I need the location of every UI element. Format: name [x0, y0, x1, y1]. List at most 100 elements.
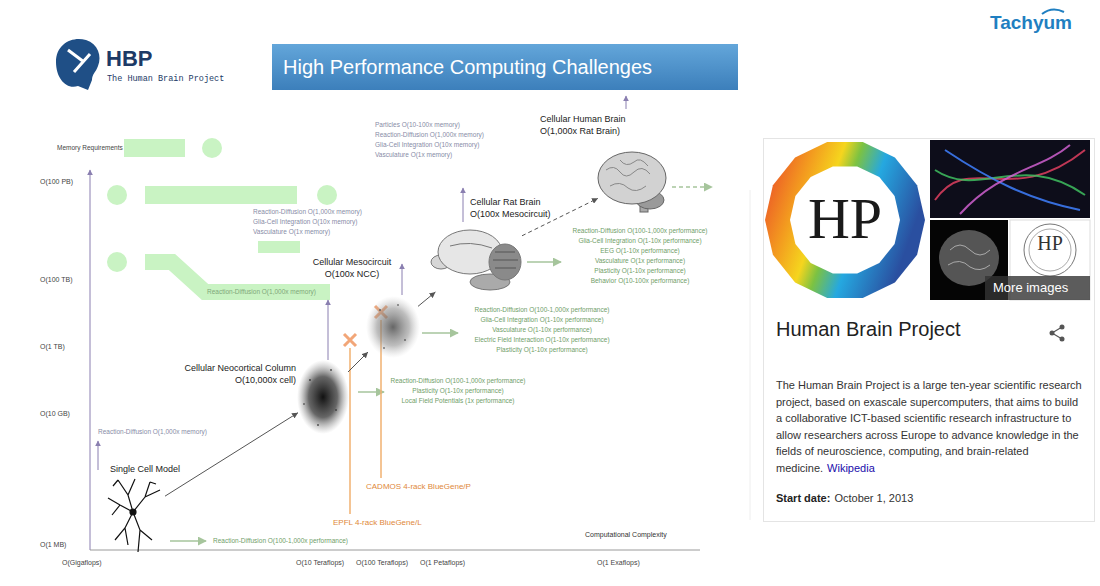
memory-note: Reaction-Diffusion O(1,000x memory) — [375, 131, 484, 138]
logo-letters: HP — [1037, 232, 1063, 255]
mesocircuit-figure — [404, 339, 406, 341]
rat-brain-node: Cellular Rat BrainO(100x Mesocircuit) — [430, 225, 522, 292]
image-overlay — [985, 276, 1090, 300]
brain-scan-image — [948, 245, 990, 270]
stage-name: Cellular Neocortical Column — [184, 362, 296, 374]
human-brain-figure — [598, 152, 666, 204]
logo-letters: HP — [808, 186, 882, 253]
rat-brain-figure — [431, 230, 521, 290]
axis-line — [90, 550, 700, 551]
performance-arrow — [527, 261, 561, 263]
performance-note: Reaction-Diffusion O(100-1,000x performa… — [213, 537, 348, 544]
axis-tick: O(1 MB) — [40, 541, 66, 549]
scale-factor: O(10,000x cell) — [235, 374, 296, 386]
performance-note: Plasticity O(1-10x performance) — [496, 346, 587, 353]
machine-line — [344, 334, 356, 346]
hbp-logo-image — [765, 142, 925, 298]
title-text: High Performance Computing Challenges — [272, 44, 738, 90]
human-brain-figure — [598, 152, 666, 212]
neuron-figure — [108, 479, 160, 552]
mesocircuit-figure — [397, 304, 399, 306]
axis-tick: O(Gigaflops) — [62, 559, 102, 567]
image-overlay — [985, 276, 1090, 300]
image-link: More images — [993, 281, 1068, 296]
axis-tick: O(100 TB) — [40, 276, 73, 284]
performance-note: Reaction-Diffusion O(100-1,000x performa… — [572, 227, 707, 234]
card-title: Human Brain Project — [776, 318, 961, 340]
source-link: Wikipedia — [827, 462, 875, 474]
scale-factor: O(100x NCC) — [325, 268, 380, 280]
logo-wordmark: HBP — [106, 46, 152, 71]
logo-subtitle: The Human Brain Project — [107, 75, 224, 85]
memory-arrow — [328, 300, 329, 360]
stage-name: Cellular Mesocircuit — [313, 256, 392, 268]
memory-band — [258, 241, 300, 253]
memory-note: Vasculature O(1x memory) — [253, 228, 330, 235]
rat-brain-figure — [493, 252, 518, 268]
column-figure — [303, 403, 305, 405]
memory-band — [124, 139, 185, 157]
column-figure — [330, 369, 332, 371]
axis-tick: O(1 Petaflops) — [420, 559, 465, 567]
scale-factor: O(1,000x Rat Brain) — [540, 125, 620, 137]
memory-note: Reaction-Diffusion O(1,000x memory) — [253, 208, 362, 215]
title-banner: High Performance Computing Challenges — [272, 44, 738, 90]
performance-note: Behavior O(10-100x performance) — [591, 277, 690, 284]
fact-value: October 1, 2013 — [834, 492, 913, 504]
machine-label: EPFL 4-rack BlueGene/L — [333, 518, 422, 527]
mesocircuit-figure — [379, 309, 381, 311]
neuron-figure — [108, 479, 160, 552]
stage-name: Single Cell Model — [110, 463, 180, 475]
memory-arrow — [463, 188, 464, 222]
axis-line — [90, 170, 91, 550]
memory-note: Vasculature O(1x memory) — [375, 151, 452, 158]
memory-note: Particles O(10-100x memory) — [375, 121, 460, 128]
memory-note: Glia-Cell Integration O(10x memory) — [375, 141, 479, 148]
column-figure — [309, 379, 311, 381]
scale-arrow — [418, 292, 435, 306]
fact-name: Start date: — [776, 492, 830, 504]
axis-tick: O(1 Exaflops) — [597, 559, 640, 567]
performance-note: Local Field Potentials (1x performance) — [401, 397, 514, 404]
performance-note: Reaction-Diffusion O(100-1,000x performa… — [390, 377, 525, 384]
share-icon — [1050, 331, 1055, 336]
axis-title: Computational Complexity — [585, 531, 667, 539]
performance-arrow — [422, 332, 458, 334]
rat-brain-figure — [450, 243, 492, 248]
performance-arrow — [170, 187, 712, 541]
rat-brain-figure — [489, 244, 521, 280]
column-figure — [297, 360, 349, 434]
fiber-image — [960, 145, 1070, 214]
column-figure — [317, 424, 319, 426]
performance-note: Electric Field Interaction O(1-10x perfo… — [474, 336, 609, 343]
memory-arrow — [98, 96, 626, 470]
column-figure — [335, 409, 337, 411]
memory-band — [317, 185, 337, 205]
axis-tick: O(1 TB) — [40, 343, 65, 351]
memory-band — [107, 185, 127, 205]
axis-tick: O(100 PB) — [40, 178, 73, 186]
memory-band — [107, 252, 127, 272]
small-logo-image — [1024, 224, 1076, 276]
memory-arrow — [402, 264, 403, 295]
memory-arrow — [98, 441, 99, 470]
hbp-logo-icon — [56, 39, 100, 90]
card-row: Human Brain Project — [776, 317, 1082, 341]
memory-band — [145, 186, 297, 204]
axis-tick: O(100 Teraflops) — [356, 559, 408, 567]
panel-divider — [750, 190, 751, 520]
performance-note: Glia-Cell Integration O(1-10x performanc… — [480, 316, 603, 323]
mesocircuit-figure — [366, 296, 420, 358]
axis-title: Memory Requirements — [57, 144, 123, 151]
hbp-logo-icon — [56, 39, 100, 90]
mesocircuit-figure — [366, 296, 420, 358]
fiber-image — [935, 170, 1085, 195]
scale-arrow — [165, 413, 298, 496]
machine-label: CADMOS 4-rack BlueGene/P — [366, 482, 471, 491]
performance-note: Glia-Cell Integration O(1-10x performanc… — [578, 237, 701, 244]
memory-band — [145, 262, 330, 292]
single-cell-node: Single Cell Model — [105, 478, 165, 552]
share-icon — [1060, 337, 1065, 342]
human-brain-node: Cellular Human BrainO(1,000x Rat Brain) — [598, 150, 668, 212]
